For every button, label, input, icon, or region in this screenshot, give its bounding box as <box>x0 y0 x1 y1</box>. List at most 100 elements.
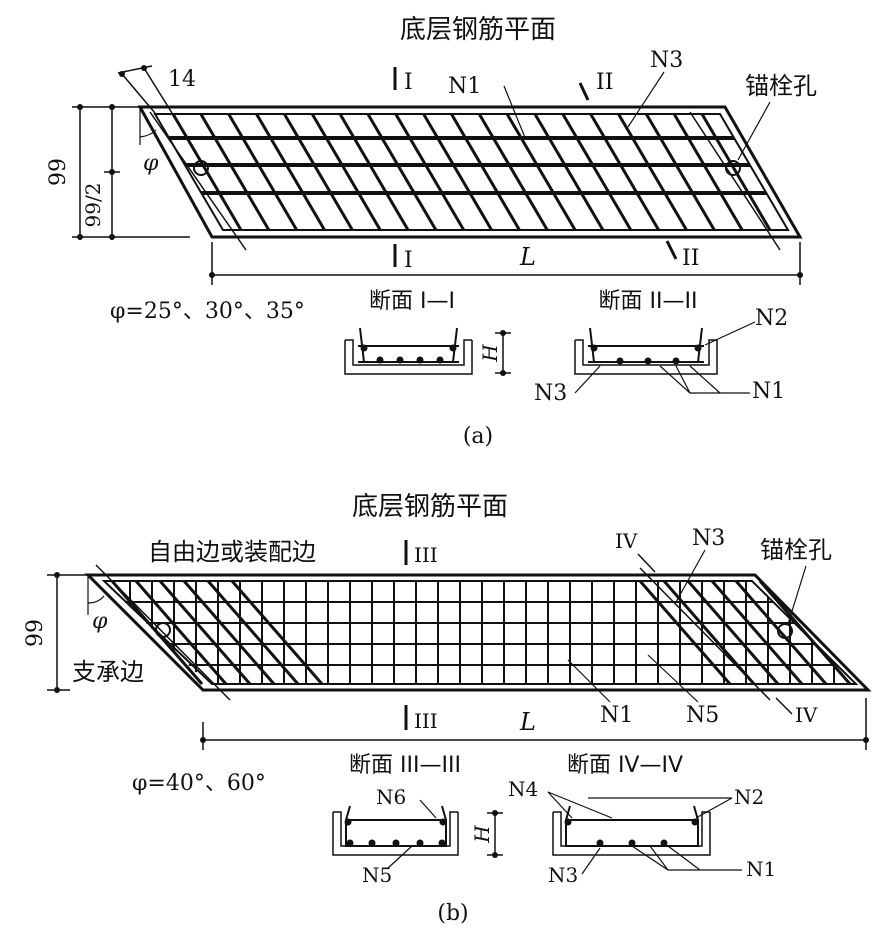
panel-a-caption: (a) <box>463 424 493 449</box>
rebar-transverse <box>310 113 382 231</box>
panel-b-free-edge: 自由边或装配边 <box>148 538 316 566</box>
panel-b-section-III-III: 断面 III—III N6 N5 H <box>332 753 503 887</box>
panel-b-caption: (b) <box>437 901 468 926</box>
panel-b-section-III-H: H <box>470 825 494 844</box>
panel-b: 底层钢筋平面 自由边或装配边 支承边 99 φ III III IV IV <box>23 492 872 926</box>
rebar-transverse <box>255 113 326 231</box>
panel-b-bolt-hole-left <box>155 622 171 638</box>
rebar-transverse <box>227 113 298 231</box>
rebar-transverse <box>422 113 493 231</box>
rebar-transverse <box>533 113 605 231</box>
panel-a-section-label-N3: N3 <box>534 381 567 406</box>
panel-a-sec-II-top: II <box>596 70 613 95</box>
panel-b-length-dim: L <box>200 698 869 750</box>
rebar-diagonal-left <box>158 580 252 685</box>
panel-a-slab-outline <box>137 105 803 239</box>
rebar-diagonal-right <box>710 580 804 685</box>
panel-b-bolt-hole-right <box>777 623 793 639</box>
panel-b-sec-IV-bottom: IV <box>795 703 818 727</box>
panel-b-section-label-N6: N6 <box>376 785 406 809</box>
panel-a-section-II-title: 断面 II—II <box>599 289 698 314</box>
rebar-diagonal-left <box>206 580 300 685</box>
panel-a-dim-14: 14 <box>168 67 196 92</box>
panel-b-rebar-grid <box>95 564 852 701</box>
panel-a-section-label-N2: N2 <box>755 306 788 331</box>
rebar-transverse <box>450 113 521 231</box>
panel-b-section-III-title: 断面 III—III <box>349 753 461 778</box>
rebar-diagonal-right <box>758 580 852 685</box>
rebar-transverse <box>672 113 744 231</box>
panel-b-label-N3: N3 <box>692 526 725 551</box>
rebar-diagonal-left <box>182 580 276 685</box>
rebar-transverse <box>366 113 438 231</box>
rebar-transverse <box>283 113 354 231</box>
panel-b-sec-III-top: III <box>414 543 438 567</box>
panel-a-section-marks: I I II II <box>393 67 699 273</box>
panel-b-label-N1: N1 <box>600 703 633 728</box>
panel-a-section-I-I: 断面 I—I H <box>344 289 511 376</box>
rebar-transverse <box>561 113 633 231</box>
panel-a-left-dimensions: 99 99/2 14 φ <box>46 65 196 240</box>
panel-a-length-dim: L <box>209 242 803 285</box>
panel-a-bolt-hole-left <box>193 160 209 176</box>
panel-a-dim-99-2: 99/2 <box>81 183 105 228</box>
panel-b-slab-inner-outline <box>101 580 859 685</box>
rebar-transverse <box>700 113 772 231</box>
panel-a-sec-I-top: I <box>404 70 413 95</box>
panel-a-length-L: L <box>519 243 536 271</box>
panel-a-bolt-hole-label: 锚栓孔 <box>745 72 817 100</box>
panel-a-title: 底层钢筋平面 <box>400 15 556 45</box>
panel-b-section-label-N1: N1 <box>746 857 776 881</box>
panel-a-section-I-title: 断面 I—I <box>369 289 455 314</box>
panel-b-section-label-N4: N4 <box>508 777 538 801</box>
panel-a-slab-inner-outline <box>153 113 790 231</box>
panel-a-rebar-grid <box>149 111 781 251</box>
panel-a-label-N1: N1 <box>448 74 481 99</box>
rebar-diagonal-left <box>134 580 228 685</box>
panel-b-support-edge: 支承边 <box>72 658 144 686</box>
panel-b-sec-III-bottom: III <box>414 709 438 733</box>
rebar-transverse <box>477 113 549 231</box>
panel-b-section-label-N3: N3 <box>548 863 578 887</box>
panel-b-label-N5: N5 <box>686 703 719 728</box>
panel-a-label-N3: N3 <box>650 48 683 73</box>
panel-a-section-II-II: 断面 II—II N2 N3 N1 <box>534 289 788 406</box>
panel-b-section-label-N2: N2 <box>734 785 764 809</box>
panel-b-section-marks: III III IV IV <box>404 529 818 733</box>
rebar-transverse <box>338 113 410 231</box>
rebar-end-extension <box>149 111 247 251</box>
rebar-end-extension <box>639 567 771 701</box>
rebar-end-extension <box>689 111 781 251</box>
panel-b-slab-outline <box>84 573 872 692</box>
panel-a-phi: φ <box>143 151 159 176</box>
panel-a-sec-II-bottom: II <box>682 246 699 271</box>
rebar-diagonal-right <box>662 580 756 685</box>
rebar-transverse <box>589 113 660 231</box>
panel-b-title: 底层钢筋平面 <box>352 492 508 522</box>
panel-b-phi-values: φ=40°、60° <box>132 771 266 796</box>
panel-b-sec-IV-top: IV <box>615 529 638 553</box>
panel-b-left-dimension: 99 φ <box>23 572 108 693</box>
panel-b-section-label-N5: N5 <box>362 863 392 887</box>
panel-a-sec-I-bottom: I <box>404 248 413 273</box>
rebar-transverse <box>199 113 271 231</box>
panel-b-phi: φ <box>92 609 108 634</box>
panel-a-section-I-H: H <box>478 344 502 363</box>
rebar-diagonal-right <box>638 580 732 685</box>
panel-b-section-IV-IV: 断面 IV—IV N4 N2 N3 N1 <box>508 753 776 887</box>
panel-a-bolt-hole-right <box>725 160 741 176</box>
panel-a-phi-values: φ=25°、30°、35° <box>110 299 305 324</box>
rebar-transverse <box>645 113 716 231</box>
rebar-diagonal-left <box>230 580 324 685</box>
panel-a: 底层钢筋平面 99 99/2 14 <box>46 15 817 449</box>
rebar-transverse <box>394 113 466 231</box>
panel-b-section-IV-title: 断面 IV—IV <box>567 753 683 778</box>
panel-a-section-label-N1: N1 <box>752 379 785 404</box>
rebar-end-extension <box>95 564 231 701</box>
panel-a-dim-99: 99 <box>46 158 71 186</box>
panel-b-dim-99: 99 <box>23 619 48 647</box>
rebar-transverse <box>617 113 688 231</box>
rebar-diagonal-right <box>734 580 828 685</box>
rebar-transverse <box>505 113 577 231</box>
